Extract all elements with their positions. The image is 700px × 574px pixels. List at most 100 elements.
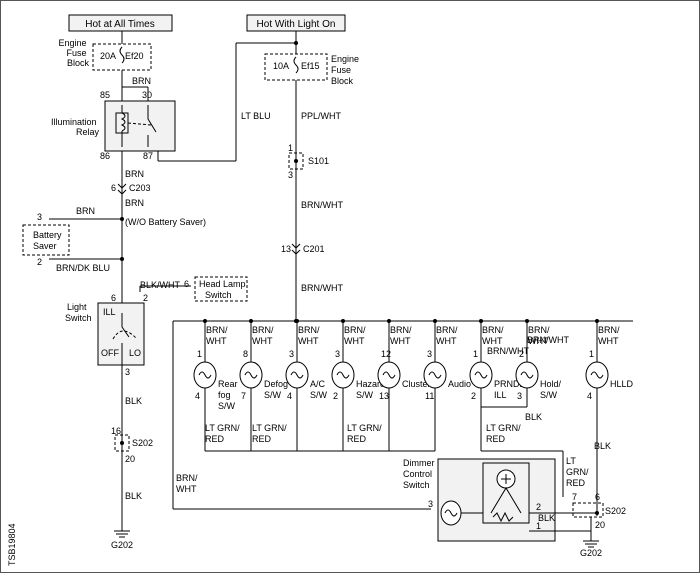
lt-grn-red-label-2: LT GRN/RED [252, 423, 287, 444]
lamp-top-pin: 2 [519, 349, 524, 359]
relay-coil [120, 105, 126, 147]
light-switch-pin-3: 3 [125, 367, 130, 377]
relay-pin-30: 30 [142, 90, 152, 100]
lamp-filament [520, 371, 534, 379]
relay-pin-85: 85 [100, 90, 110, 100]
engine-fuse-block-left-label: Engine Fuse Block [58, 38, 89, 68]
fuse-ef15-box [264, 53, 328, 81]
engine-fuse-block-right-label: Engine Fuse Block [331, 54, 362, 86]
lamp-top-pin: 8 [243, 349, 248, 359]
dimmer-label: Dimmer Control Switch [403, 458, 437, 490]
lamp-name: Cluster [402, 379, 431, 389]
brn-wht-extra-label: BRN/WHT [527, 335, 569, 345]
wire-blk-label-4: BLK [538, 513, 555, 523]
s202-right-label: S202 [605, 506, 626, 516]
lamp-feed-label: BRN/WHT [252, 325, 274, 346]
lamp-bottom-pin: 4 [287, 391, 292, 401]
lamp-top-pin: 1 [589, 349, 594, 359]
relay-title: Illumination Relay [51, 117, 100, 137]
lamp-name: Hold/S/W [540, 379, 562, 400]
lamp-feed-label: BRN/WHT [206, 325, 228, 346]
lamp-filament [428, 371, 442, 379]
s202-right-splice [572, 502, 604, 518]
dimmer-control-switch [437, 458, 556, 542]
lamp-bottom-pin: 4 [587, 391, 592, 401]
lamp-bottom-pin: 11 [425, 391, 434, 401]
relay-pin-87: 87 [143, 151, 153, 161]
light-switch-label: Light Switch [65, 302, 92, 323]
lamp-top-pin: 3 [335, 349, 340, 359]
s202-left-splice [114, 434, 130, 452]
light-switch-lo: LO [129, 348, 141, 358]
light-switch-pin-6: 6 [111, 293, 116, 303]
lamp-filament [244, 371, 258, 379]
wire-brn-label-4: BRN [76, 206, 95, 216]
ground-left-icon [114, 530, 130, 538]
fuse-ef20 [119, 46, 125, 64]
head-lamp-switch [194, 276, 248, 302]
wire-brn-wht-label-1: BRN/WHT [301, 200, 343, 210]
lamp-filament [590, 371, 604, 379]
wire-brn-label-3: BRN [125, 198, 144, 208]
fuse-ef20-rating: 20A [100, 51, 116, 61]
dimmer-pin-3: 3 [428, 499, 433, 509]
relay-pin-86: 86 [100, 151, 110, 161]
lamp-filament [290, 371, 304, 379]
s202-right-pin-6: 6 [595, 492, 600, 502]
lamp-feed-label: BRN/WHT [482, 325, 504, 346]
ground-right-icon [583, 540, 599, 548]
light-switch-pin-2: 2 [143, 293, 148, 303]
battery-saver-pin-3: 3 [37, 212, 42, 222]
lamp-feed-label: BRN/WHT [298, 325, 320, 346]
lamp-feed-label: BRN/WHT [344, 325, 366, 346]
lamp-top-pin: 1 [473, 349, 478, 359]
s202-left-pin-16: 16 [111, 426, 121, 436]
light-switch-off: OFF [101, 348, 119, 358]
lamp-feed-label: BRN/WHT [528, 325, 550, 346]
wire-lt-blu-label: LT BLU [241, 111, 271, 121]
fuse-ef20-id: Ef20 [125, 51, 144, 61]
fuse-ef15-id: Ef15 [301, 61, 320, 71]
head-lamp-switch-pin: 6 [184, 279, 189, 289]
lamp-feed-label: BRN/WHT [598, 325, 620, 346]
hot-at-all-times-box [68, 14, 173, 32]
wire-brn-label-2: BRN [125, 169, 144, 179]
s202-left-label: S202 [132, 438, 153, 448]
fuse-ef15 [293, 56, 299, 74]
battery-saver-label: Battery Saver [33, 230, 64, 251]
wire-brn-wht-label-2: BRN/WHT [301, 283, 343, 293]
lamp-filament [336, 371, 350, 379]
lamp-bottom-pin: 2 [333, 391, 338, 401]
s202-right-pin-7: 7 [572, 492, 577, 502]
dimmer-pin-2: 2 [536, 502, 541, 512]
s101-label: S101 [308, 156, 329, 166]
hot-at-all-times-label: Hot at All Times [85, 19, 154, 30]
wire-blk-label-3: BLK [594, 441, 611, 451]
dimmer-pin-1: 1 [536, 521, 541, 531]
lamp-top-pin: 12 [381, 349, 391, 359]
brn-wht-extra-label: BRN/WHT [487, 346, 529, 356]
lamp-feed-label: BRN/WHT [436, 325, 458, 346]
lamp-name: HLLD [610, 379, 634, 389]
lamp-top-pin: 3 [289, 349, 294, 359]
ground-right-label: G202 [580, 548, 602, 558]
battery-saver-note: (W/O Battery Saver) [125, 217, 206, 227]
s101-pin-1: 1 [288, 143, 293, 153]
illumination-relay [104, 100, 176, 152]
lamp-top-pin: 1 [197, 349, 202, 359]
relay-switch [147, 105, 157, 147]
battery-saver [22, 224, 70, 256]
lamp-filament [474, 371, 488, 379]
lt-grn-red-label-1: LT GRN/RED [205, 423, 240, 444]
c201-pin: 13 [281, 244, 291, 254]
lamp-bottom-pin: 7 [241, 391, 246, 401]
s202-right-pin-20: 20 [595, 520, 605, 530]
lamp-filament [382, 371, 396, 379]
light-switch [97, 302, 145, 366]
